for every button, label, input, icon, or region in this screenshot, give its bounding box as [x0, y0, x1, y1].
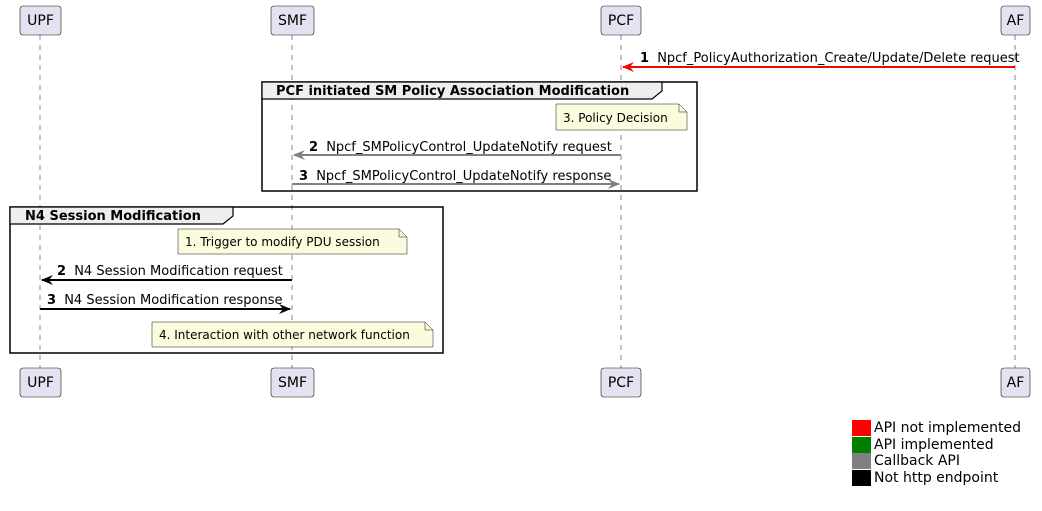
note-policy-decision: 3. Policy Decision [555, 103, 688, 131]
legend: API not implemented API implemented Call… [852, 420, 1021, 486]
participant-upf-label: UPF [27, 375, 54, 391]
message-label: Npcf_PolicyAuthorization_Create/Update/D… [657, 51, 1019, 66]
participant-pcf-top: PCF [600, 5, 642, 36]
svg-text:3 N4 Session Modificatio: 3 N4 Session Modification response [47, 293, 282, 308]
participant-upf-label: UPF [27, 13, 54, 29]
legend-swatch [852, 436, 871, 453]
message-label: N4 Session Modification request [74, 264, 283, 279]
message-number: 3 [47, 293, 56, 308]
legend-swatch [852, 453, 871, 470]
group-title: N4 Session Modification [25, 209, 201, 224]
group-n4-session-modification: N4 Session Modification [9, 206, 444, 354]
note-text: 4. Interaction with other network functi… [159, 328, 410, 342]
svg-text:2 Npcf_SMPolicyControl_U: 2 Npcf_SMPolicyControl_UpdateNotify requ… [309, 140, 612, 155]
participant-smf-top: SMF [270, 5, 315, 36]
note-trigger-modify-pdu: 1. Trigger to modify PDU session [177, 228, 408, 255]
svg-text:2 N4 Session Modificatio: 2 N4 Session Modification request [57, 264, 283, 279]
participant-smf-bottom: SMF [270, 367, 315, 398]
message-upf-to-smf: 3 N4 Session Modification response [40, 293, 291, 314]
group-title: PCF initiated SM Policy Association Modi… [276, 84, 629, 99]
message-smf-to-pcf: 3 Npcf_SMPolicyControl_UpdateNotify resp… [292, 169, 620, 189]
message-af-to-pcf: 1 Npcf_PolicyAuthorization_Create/Update… [622, 51, 1020, 72]
participant-af-label: AF [1007, 13, 1025, 29]
participant-af-top: AF [1000, 5, 1031, 36]
participant-pcf-bottom: PCF [600, 367, 642, 398]
message-label: Npcf_SMPolicyControl_UpdateNotify reques… [326, 140, 612, 155]
legend-label: Not http endpoint [874, 469, 999, 486]
legend-item-implemented: API implemented [852, 436, 1021, 454]
svg-text:1 Npcf_PolicyAuthorizati: 1 Npcf_PolicyAuthorization_Create/Update… [640, 51, 1020, 66]
message-number: 2 [309, 140, 318, 155]
message-number: 2 [57, 264, 66, 279]
legend-label: Callback API [874, 453, 961, 470]
legend-item-not-implemented: API not implemented [852, 420, 1021, 437]
legend-label: API implemented [874, 436, 994, 453]
legend-item-not-http: Not http endpoint [852, 469, 1021, 487]
note-interaction-other-nf: 4. Interaction with other network functi… [151, 321, 434, 348]
message-number: 3 [299, 169, 308, 184]
message-number: 1 [640, 51, 649, 66]
message-smf-to-upf: 2 N4 Session Modification request [41, 264, 292, 285]
note-text: 3. Policy Decision [563, 111, 668, 125]
participant-upf-top: UPF [19, 5, 62, 36]
participant-pcf-label: PCF [608, 13, 634, 29]
legend-swatch [852, 420, 871, 437]
participant-smf-label: SMF [278, 13, 307, 29]
message-pcf-to-smf: 2 Npcf_SMPolicyControl_UpdateNotify requ… [293, 140, 621, 160]
svg-text:3 Npcf_SMPolicyControl_U: 3 Npcf_SMPolicyControl_UpdateNotify resp… [299, 169, 611, 184]
legend-swatch [852, 469, 871, 486]
participant-smf-label: SMF [278, 375, 307, 391]
legend-label: API not implemented [874, 420, 1022, 437]
participant-af-label: AF [1007, 375, 1025, 391]
message-label: Npcf_SMPolicyControl_UpdateNotify respon… [316, 169, 611, 184]
participant-upf-bottom: UPF [19, 367, 62, 398]
group-pcf-sm-policy-modification: PCF initiated SM Policy Association Modi… [261, 81, 698, 192]
participant-pcf-label: PCF [608, 375, 634, 391]
participant-af-bottom: AF [1000, 367, 1031, 398]
message-label: N4 Session Modification response [64, 293, 282, 308]
note-text: 1. Trigger to modify PDU session [185, 235, 380, 249]
legend-item-callback: Callback API [852, 453, 1021, 470]
